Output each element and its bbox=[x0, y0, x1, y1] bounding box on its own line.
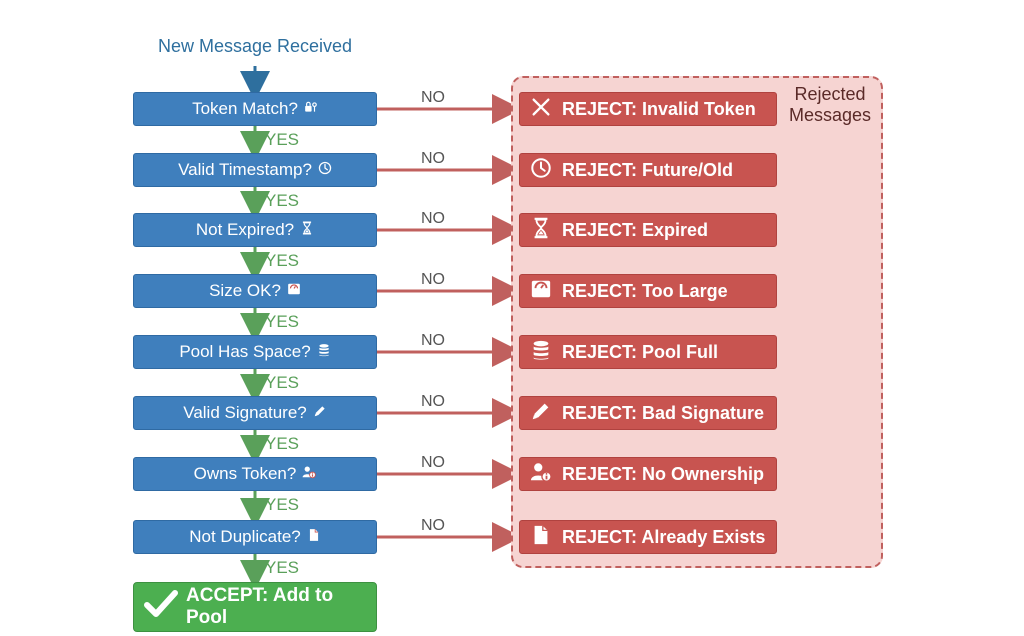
no-label: NO bbox=[421, 150, 445, 167]
pencil-icon bbox=[313, 403, 327, 423]
checkmark-icon bbox=[144, 589, 178, 625]
check-node: Not Expired? bbox=[133, 213, 377, 247]
reject-label: REJECT: No Ownership bbox=[562, 463, 765, 484]
reject-label: REJECT: Future/Old bbox=[562, 159, 734, 180]
yes-label: YES bbox=[265, 558, 300, 577]
reject-node: REJECT: Already Exists bbox=[519, 520, 777, 554]
no-label: NO bbox=[421, 271, 445, 288]
check-node: Token Match? bbox=[133, 92, 377, 126]
reject-node: REJECT: Future/Old bbox=[519, 153, 777, 187]
reject-label: REJECT: Pool Full bbox=[562, 341, 719, 362]
yes-label: YES bbox=[265, 191, 300, 210]
reject-label: REJECT: Bad Signature bbox=[562, 402, 765, 423]
check-label: Token Match? bbox=[192, 99, 298, 118]
yes-label: YES bbox=[265, 251, 300, 270]
reject-node: REJECT: Too Large bbox=[519, 274, 777, 308]
check-node: Valid Signature? bbox=[133, 396, 377, 430]
check-label: Owns Token? bbox=[193, 464, 297, 483]
reject-label: REJECT: Invalid Token bbox=[562, 98, 756, 119]
no-label: NO bbox=[421, 517, 445, 534]
lock-key-icon bbox=[304, 99, 318, 119]
reject-node: REJECT: Pool Full bbox=[519, 335, 777, 369]
no-label: NO bbox=[421, 89, 445, 106]
document-icon bbox=[307, 527, 321, 547]
reject-label: REJECT: Expired bbox=[562, 219, 709, 240]
reject-node: REJECT: No Ownership bbox=[519, 457, 777, 491]
check-label: Not Duplicate? bbox=[189, 527, 301, 546]
pencil-icon bbox=[530, 400, 552, 427]
rejected-messages-label: Rejected Messages bbox=[788, 84, 872, 125]
database-icon bbox=[317, 342, 331, 362]
no-label: NO bbox=[421, 454, 445, 471]
check-node: Not Duplicate? bbox=[133, 520, 377, 554]
check-node: Valid Timestamp? bbox=[133, 153, 377, 187]
reject-node: REJECT: Expired bbox=[519, 213, 777, 247]
reject-label: REJECT: Too Large bbox=[562, 280, 728, 301]
yes-label: YES bbox=[265, 434, 300, 453]
accept-label: ACCEPT: Add to Pool bbox=[186, 585, 334, 628]
check-node: Owns Token? bbox=[133, 457, 377, 491]
user-info-icon bbox=[302, 464, 317, 484]
scale-icon bbox=[287, 281, 301, 301]
check-node: Size OK? bbox=[133, 274, 377, 308]
yes-label: YES bbox=[265, 373, 300, 392]
clock-icon bbox=[318, 160, 332, 180]
accept-node: ACCEPT: Add to Pool bbox=[133, 582, 377, 632]
rejected-messages-group bbox=[511, 76, 883, 568]
reject-label: REJECT: Already Exists bbox=[562, 526, 766, 547]
hourglass-icon bbox=[530, 217, 552, 244]
document-icon bbox=[530, 524, 552, 551]
clock-icon bbox=[530, 157, 552, 184]
yes-label: YES bbox=[265, 130, 300, 149]
check-label: Valid Signature? bbox=[183, 403, 307, 422]
check-node: Pool Has Space? bbox=[133, 335, 377, 369]
yes-label: YES bbox=[265, 495, 300, 514]
no-label: NO bbox=[421, 393, 445, 410]
reject-node: REJECT: Bad Signature bbox=[519, 396, 777, 430]
yes-label: YES bbox=[265, 312, 300, 331]
hourglass-icon bbox=[300, 220, 314, 240]
no-label: NO bbox=[421, 332, 445, 349]
start-label: New Message Received bbox=[157, 36, 353, 56]
no-label: NO bbox=[421, 210, 445, 227]
reject-node: REJECT: Invalid Token bbox=[519, 92, 777, 126]
scale-icon bbox=[530, 278, 552, 305]
check-label: Pool Has Space? bbox=[179, 342, 311, 361]
user-info-icon bbox=[530, 461, 552, 488]
database-icon bbox=[530, 339, 552, 366]
check-label: Size OK? bbox=[209, 281, 281, 300]
check-label: Not Expired? bbox=[195, 220, 295, 239]
check-label: Valid Timestamp? bbox=[178, 160, 312, 179]
x-icon bbox=[530, 96, 552, 123]
